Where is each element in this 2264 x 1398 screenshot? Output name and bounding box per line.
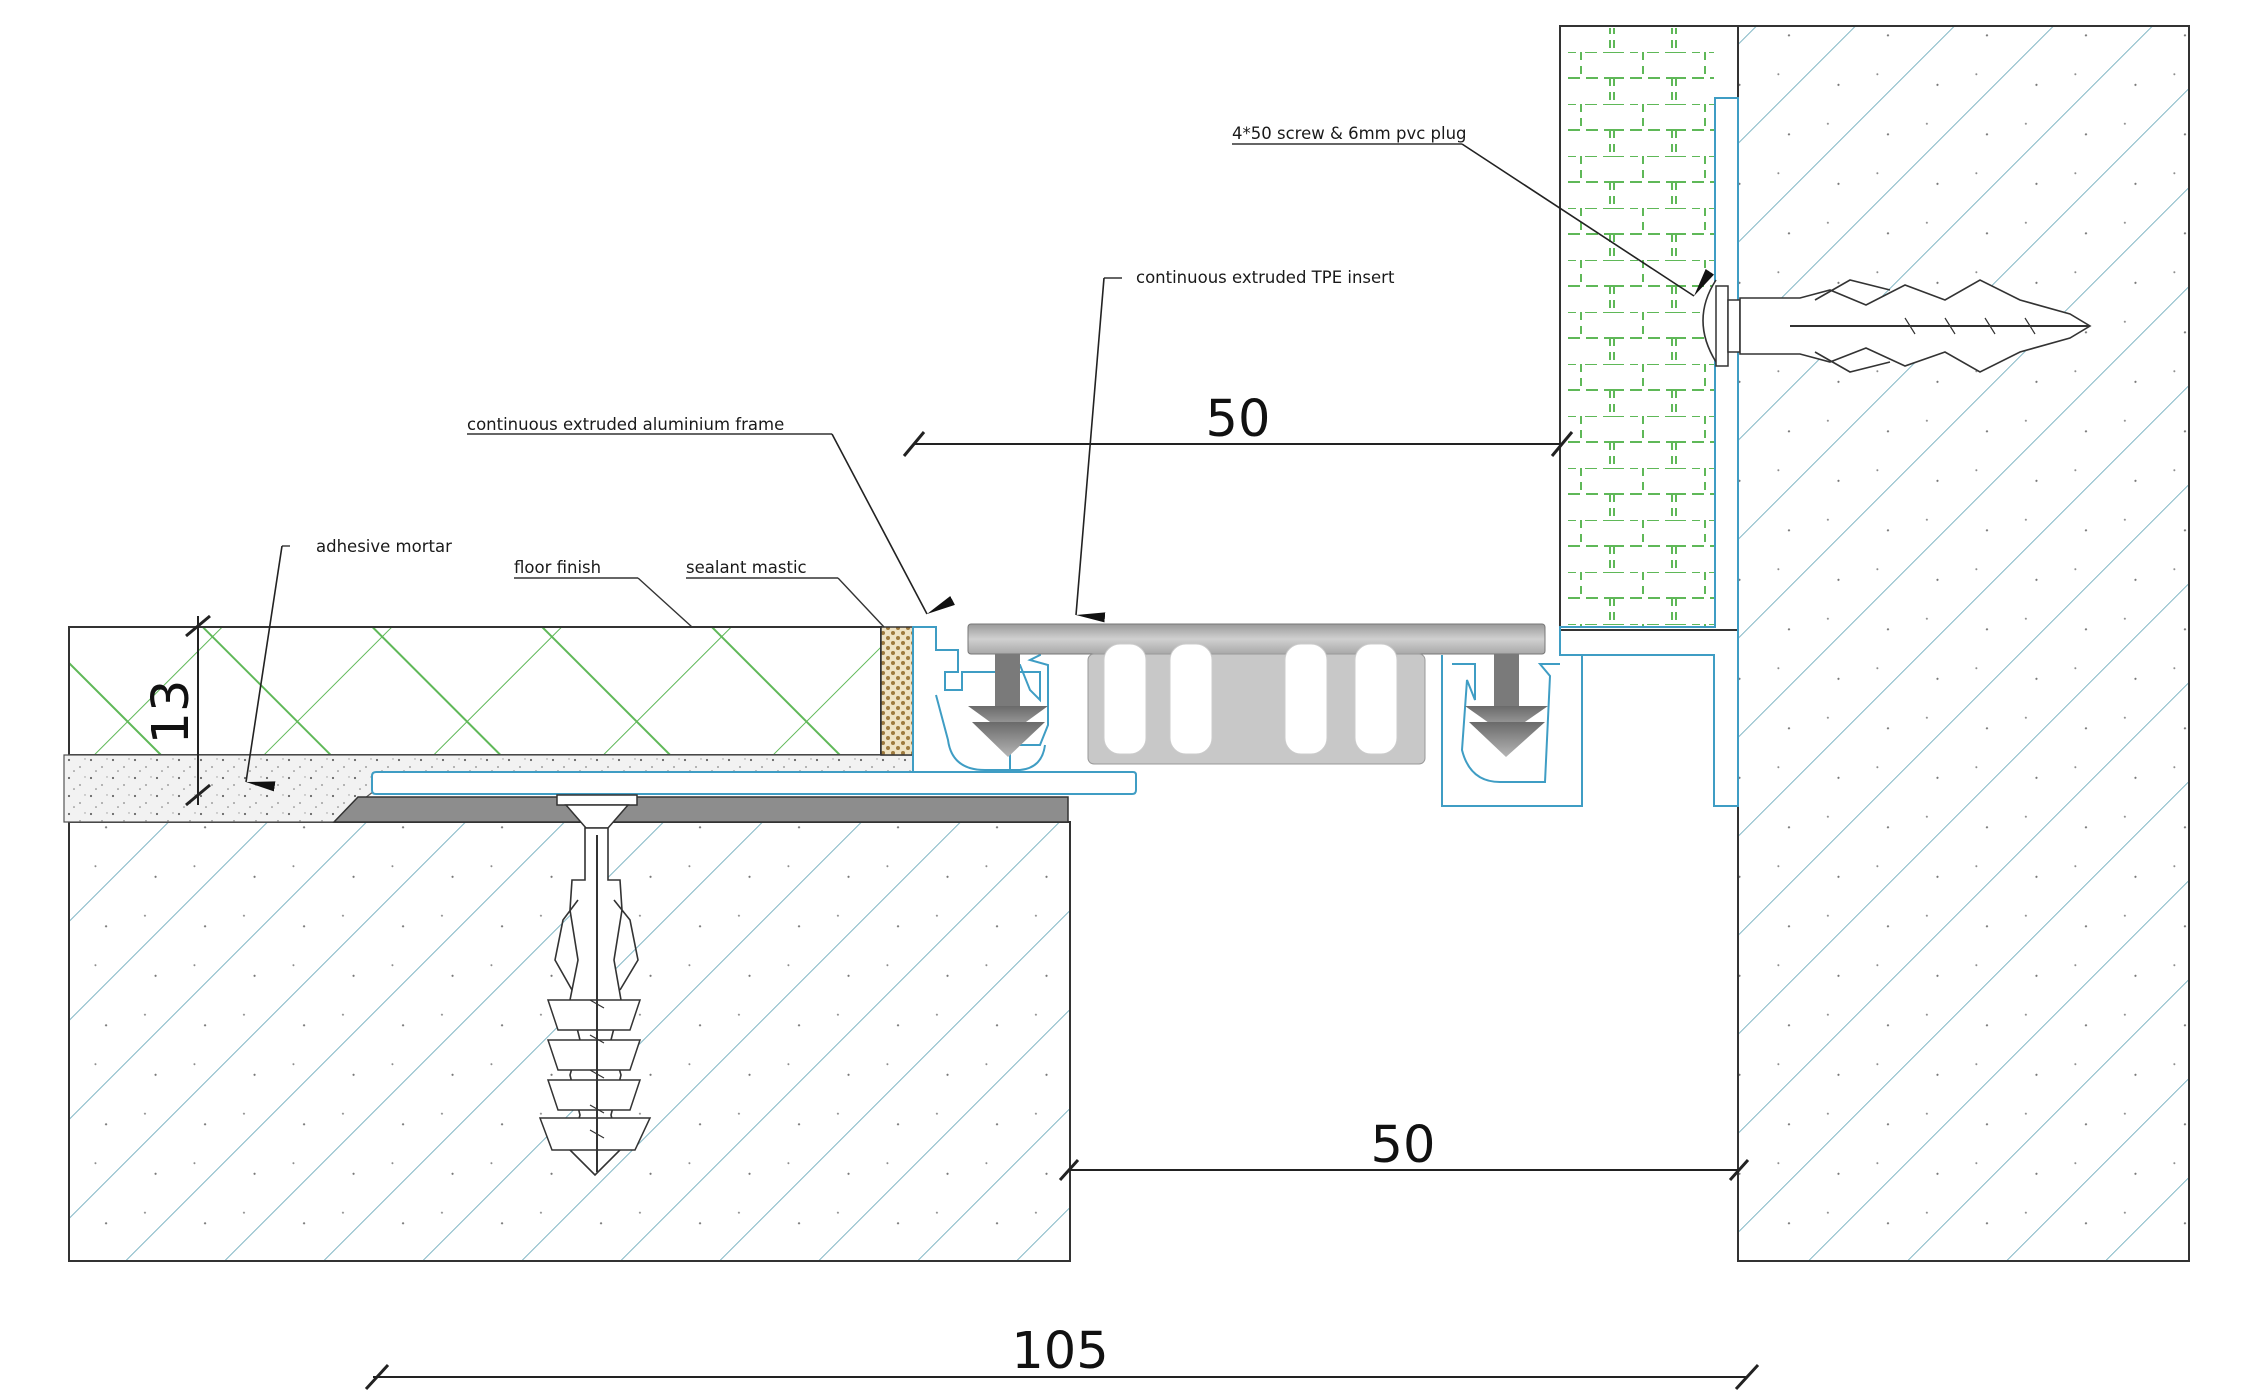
- svg-text:4*50 screw & 6mm pvc plug: 4*50 screw & 6mm pvc plug: [1232, 124, 1467, 143]
- svg-text:sealant mastic: sealant mastic: [686, 558, 807, 577]
- right-concrete-wall: [1737, 25, 2190, 1262]
- dimension-overall: 105: [364, 1322, 1760, 1391]
- dimension-finish-thickness: 13: [142, 614, 211, 807]
- dimension-top-gap-text: 50: [1206, 390, 1271, 449]
- floor-anchor-plug: [538, 794, 652, 1177]
- svg-text:adhesive mortar: adhesive mortar: [316, 537, 452, 556]
- label-screw: 4*50 screw & 6mm pvc plug: [1232, 124, 1715, 297]
- svg-text:continuous extruded aluminium: continuous extruded aluminium frame: [467, 415, 784, 434]
- aluminium-frame-right: [1441, 97, 1739, 807]
- sealant-mastic: [880, 626, 914, 756]
- dimension-overall-text: 105: [1011, 1322, 1108, 1381]
- svg-text:continuous extruded TPE inser: continuous extruded TPE insert: [1136, 268, 1395, 287]
- svg-text:floor finish: floor finish: [514, 558, 601, 577]
- dimension-finish-thickness-text: 13: [142, 680, 201, 745]
- label-sealant: sealant mastic: [686, 558, 885, 628]
- dimension-bottom-gap: 50: [1058, 1116, 1750, 1182]
- tpe-insert: [967, 623, 1548, 765]
- wall-anchor-plug: [1702, 279, 2092, 373]
- label-frame: continuous extruded aluminium frame: [467, 415, 955, 615]
- tpe-insert-barb-left: [968, 654, 1048, 757]
- label-floor-finish: floor finish: [514, 558, 693, 628]
- dimension-bottom-gap-text: 50: [1371, 1116, 1436, 1175]
- label-tpe-insert: continuous extruded TPE insert: [1075, 268, 1395, 623]
- dimension-top-gap: 50: [902, 390, 1574, 457]
- tpe-insert-barb-right: [1465, 654, 1548, 757]
- label-adhesive: adhesive mortar: [245, 537, 452, 792]
